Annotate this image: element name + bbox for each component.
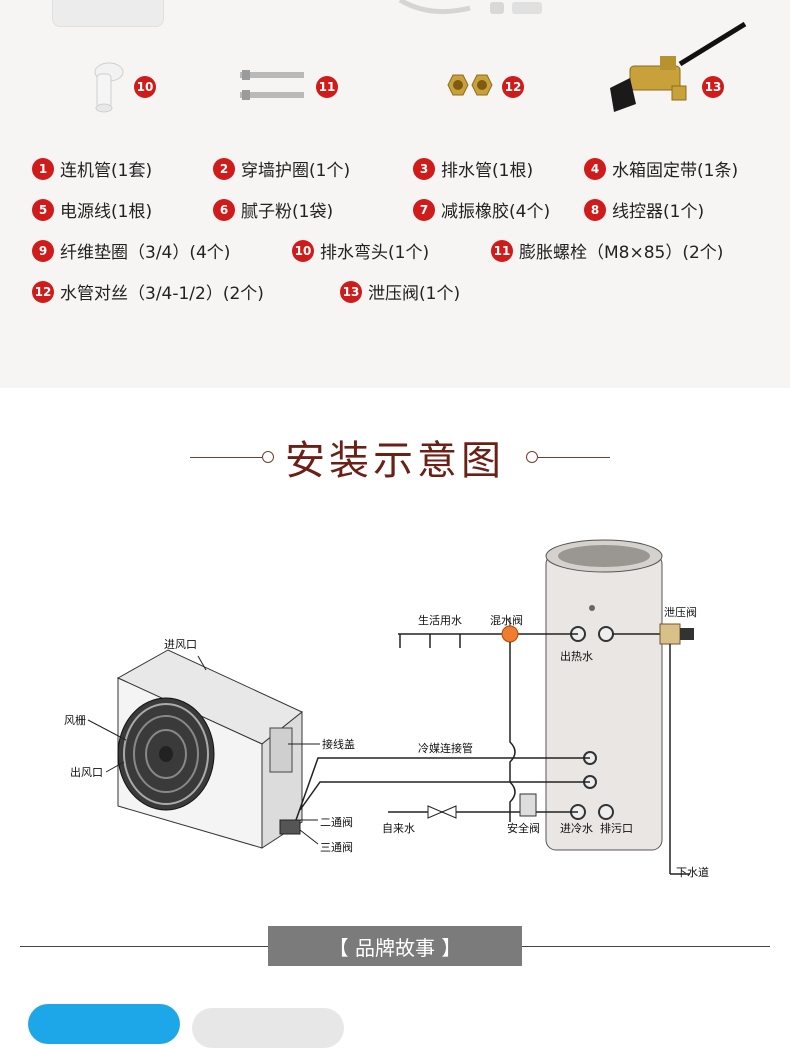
item-text: 排水管(1根)	[441, 161, 534, 181]
label-refrigerant-pipe: 冷媒连接管	[418, 742, 473, 755]
accessory-badge-13: 13	[702, 76, 724, 98]
pressure-relief-valve-image	[610, 21, 747, 112]
title-left-line	[190, 457, 262, 458]
item-text: 腻子粉(1袋)	[241, 202, 334, 222]
accessories-section: 10 11 12 13 1 连机管(1套) 2 穿墙护圈(1个) 3 排水管(1…	[0, 0, 790, 388]
installation-diagram: 进风口 风栅 出风口 接线盖 二通阀 三通阀 生活用水 混水阀 出热水 泄压阀 …	[0, 530, 790, 890]
label-fan-grille: 风栅	[64, 714, 86, 727]
label-wiring-cover: 接线盖	[322, 738, 355, 751]
item-number-badge: 10	[292, 239, 314, 262]
install-diagram-title: 安装示意图	[285, 438, 505, 484]
brand-tab-blue[interactable]	[28, 1004, 180, 1044]
item-text: 线控器(1个)	[612, 202, 705, 222]
brass-unions-image	[447, 74, 493, 96]
item-number-badge: 13	[340, 280, 362, 303]
item-text: 连机管(1套)	[60, 161, 153, 181]
list-item: 6 腻子粉(1袋)	[213, 197, 333, 222]
item-text: 膨胀螺栓（M8×85）(2个)	[519, 243, 724, 263]
item-text: 排水弯头(1个)	[320, 243, 430, 263]
item-number-badge: 3	[413, 157, 435, 180]
label-hot-water-out: 出热水	[560, 650, 593, 663]
list-item: 2 穿墙护圈(1个)	[213, 156, 350, 181]
list-item: 3 排水管(1根)	[413, 156, 533, 181]
item-text: 减振橡胶(4个)	[441, 202, 551, 222]
list-item: 4 水箱固定带(1条)	[584, 156, 738, 181]
list-item: 1 连机管(1套)	[32, 156, 152, 181]
item-number-badge: 6	[213, 198, 235, 221]
item-number-badge: 1	[32, 157, 54, 180]
list-item: 12 水管对丝（3/4-1/2）(2个)	[32, 279, 264, 304]
item-number-badge: 7	[413, 198, 435, 221]
drain-hose-image	[398, 0, 542, 15]
item-text: 电源线(1根)	[60, 202, 153, 222]
list-item: 7 减振橡胶(4个)	[413, 197, 550, 222]
accessory-badge-11: 11	[316, 76, 338, 98]
expansion-bolts-image	[240, 70, 304, 100]
brand-tab-gray[interactable]	[192, 1008, 344, 1048]
item-number-badge: 9	[32, 239, 54, 262]
label-pressure-relief-valve: 泄压阀	[664, 606, 697, 619]
item-text: 穿墙护圈(1个)	[241, 161, 351, 181]
item-number-badge: 8	[584, 198, 606, 221]
title-left-dot	[262, 451, 274, 463]
label-air-inlet: 进风口	[164, 638, 197, 651]
item-text: 水管对丝（3/4-1/2）(2个)	[60, 284, 264, 304]
accessory-badge-10: 10	[134, 76, 156, 98]
list-item: 11 膨胀螺栓（M8×85）(2个)	[491, 238, 723, 263]
list-item: 8 线控器(1个)	[584, 197, 704, 222]
label-three-way-valve: 三通阀	[320, 841, 353, 854]
brand-left-line	[20, 946, 268, 947]
brand-story-heading: 【 品牌故事 】	[268, 926, 522, 966]
drain-elbow-image	[94, 62, 124, 113]
label-sewer: 下水道	[676, 866, 709, 879]
item-text: 水箱固定带(1条)	[612, 161, 739, 181]
label-mixing-valve: 混水阀	[490, 614, 523, 627]
item-number-badge: 12	[32, 280, 54, 303]
installation-schematic	[87, 539, 694, 875]
item-number-badge: 2	[213, 157, 235, 180]
label-two-way-valve: 二通阀	[320, 816, 353, 829]
title-right-line	[538, 457, 610, 458]
list-item: 10 排水弯头(1个)	[292, 238, 429, 263]
list-item: 5 电源线(1根)	[32, 197, 152, 222]
label-drain-outlet: 排污口	[600, 822, 633, 835]
label-tap-water: 自来水	[382, 822, 415, 835]
list-item: 13 泄压阀(1个)	[340, 279, 460, 304]
item-number-badge: 4	[584, 157, 606, 180]
item-text: 纤维垫圈（3/4）(4个)	[60, 243, 231, 263]
label-cold-water-in: 进冷水	[560, 822, 593, 835]
title-right-dot	[526, 451, 538, 463]
label-safety-valve: 安全阀	[507, 822, 540, 835]
item-number-badge: 5	[32, 198, 54, 221]
item-number-badge: 11	[491, 239, 513, 262]
list-item: 9 纤维垫圈（3/4）(4个)	[32, 238, 230, 263]
item-text: 泄压阀(1个)	[368, 284, 461, 304]
label-domestic-water: 生活用水	[418, 614, 462, 627]
brand-right-line	[522, 946, 770, 947]
putty-bag-image	[52, 0, 164, 27]
label-air-outlet: 出风口	[70, 766, 103, 779]
accessory-badge-12: 12	[502, 76, 524, 98]
